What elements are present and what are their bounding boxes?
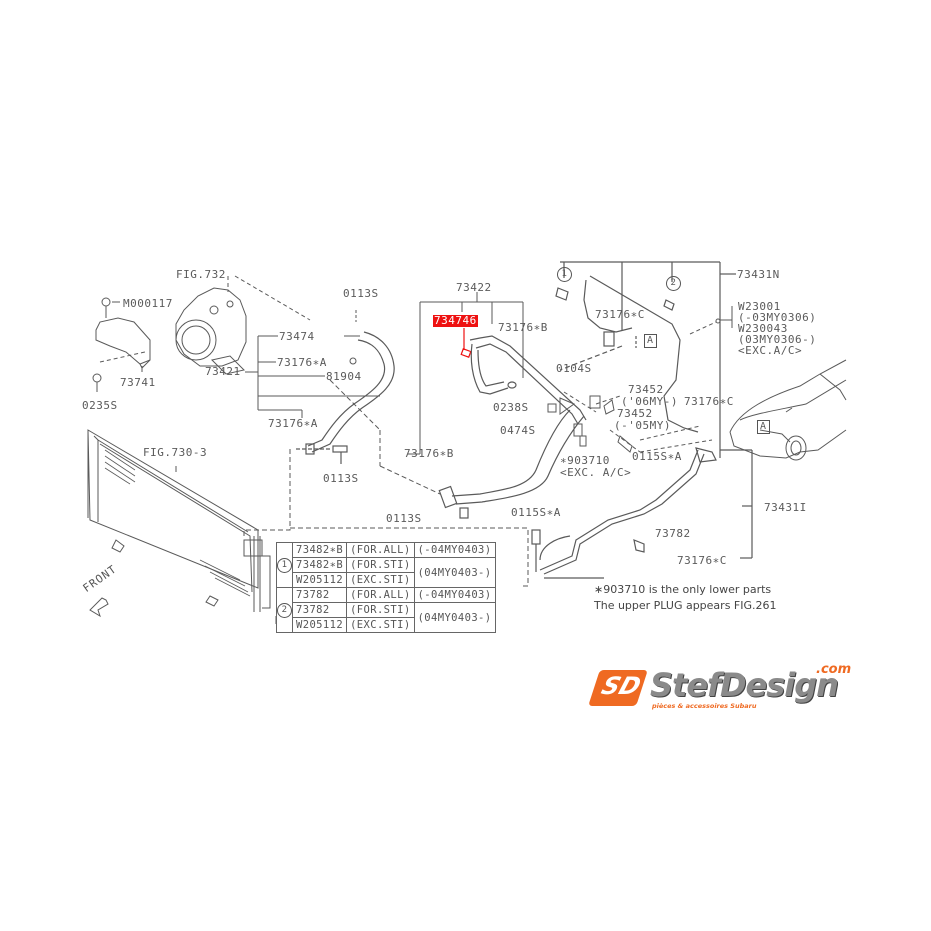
table-cell-app: (FOR.ALL): [346, 542, 415, 558]
table-row: 73482∗B (FOR.STI) (04MY0403-): [277, 557, 496, 588]
table-row: W205112 (EXC.STI): [277, 572, 496, 588]
hose-73422-drawing: [438, 335, 587, 519]
label-73452-2-note: (-'05MY): [614, 419, 671, 432]
logo-mark-text: SD: [598, 672, 645, 700]
label-73422[interactable]: 73422: [456, 281, 492, 294]
label-73176b-1[interactable]: 73176∗B: [498, 321, 548, 334]
label-73176a-1[interactable]: 73176∗A: [277, 356, 327, 369]
label-73176c-2[interactable]: 73176∗C: [684, 395, 734, 408]
table-cell-period: (-04MY0403): [413, 587, 496, 603]
table-row: W205112 (EXC.STI): [277, 617, 496, 633]
label-w23001[interactable]: W23001: [738, 300, 781, 313]
front-arrow: [89, 597, 109, 618]
label-w230043-note2: <EXC.A/C>: [738, 344, 803, 357]
table-cell-app: (FOR.STI): [346, 557, 415, 573]
label-903710[interactable]: ∗903710: [560, 454, 610, 467]
sd-logo-mark-icon: SD: [588, 670, 648, 706]
label-73452-2[interactable]: 73452: [617, 407, 653, 420]
compressor-drawing: [175, 275, 311, 375]
ref-box-a-1: A: [644, 334, 657, 348]
ref-box-a-2: A: [757, 420, 770, 434]
table-cell-part[interactable]: 73782: [291, 602, 348, 618]
group-marker-2: 2: [276, 587, 293, 633]
label-73176c-3[interactable]: 73176∗C: [677, 554, 727, 567]
label-73474[interactable]: 73474: [279, 330, 315, 343]
label-0113s-low[interactable]: 0113S: [386, 512, 422, 525]
condenser-drawing: [87, 429, 271, 612]
note-line-1: ∗903710 is the only lower parts: [594, 583, 772, 596]
table-cell-part[interactable]: 73482∗B: [291, 542, 348, 558]
label-734746-highlighted[interactable]: 734746: [433, 314, 478, 327]
table-cell-period: (-04MY0403): [413, 542, 496, 558]
label-903710-note: <EXC. A/C>: [560, 466, 632, 479]
group-marker-1: 1: [276, 542, 293, 588]
label-0104s[interactable]: 0104S: [556, 362, 592, 375]
label-73452-1-note: ('06MY-): [621, 395, 678, 408]
group-1-circle: 1: [277, 557, 292, 573]
leader-734746: [460, 328, 472, 358]
leader-73421: [245, 310, 380, 418]
table-cell-part[interactable]: W205112: [291, 617, 348, 633]
label-73176a-2[interactable]: 73176∗A: [268, 417, 318, 430]
label-73176b-2[interactable]: 73176∗B: [404, 447, 454, 460]
label-73176c-1[interactable]: 73176∗C: [595, 308, 645, 321]
label-0115sa-1[interactable]: 0115S∗A: [632, 450, 682, 463]
label-73431i[interactable]: 73431I: [764, 501, 807, 514]
table-cell-period: (04MY0403-): [413, 557, 496, 588]
logo-tagline: pièces & accessoires Subaru: [652, 702, 757, 710]
table-cell-app: (FOR.STI): [346, 602, 415, 618]
circle-marker-2: 2: [666, 276, 681, 291]
logo-brand-text: StefDesign: [650, 666, 839, 704]
label-0113s-top[interactable]: 0113S: [343, 287, 379, 300]
label-0235s[interactable]: 0235S: [82, 399, 118, 412]
label-0115sa-2[interactable]: 0115S∗A: [511, 506, 561, 519]
leader-73422: [408, 292, 524, 455]
stefdesign-logo[interactable]: SD StefDesign .com pièces & accessoires …: [588, 662, 864, 714]
group-2-circle: 2: [277, 602, 292, 618]
table-row: 2 73782 (FOR.ALL) (-04MY0403): [276, 587, 496, 633]
label-73431n[interactable]: 73431N: [737, 268, 780, 281]
logo-tld-text: .com: [816, 662, 852, 677]
circle-1-text: 1: [557, 267, 572, 282]
label-0113s-mid[interactable]: 0113S: [323, 472, 359, 485]
table-cell-part[interactable]: W205112: [291, 572, 348, 588]
table-row: 73782 (FOR.STI) (04MY0403-): [277, 602, 496, 633]
parts-applicability-table: 1 73482∗B (FOR.ALL) (-04MY0403) 73482∗B …: [276, 542, 496, 633]
table-row: 1 73482∗B (FOR.ALL) (-04MY0403): [276, 542, 496, 588]
label-w230043-note1: (03MY0306-): [738, 333, 817, 346]
ref-a-text-2: A: [757, 420, 770, 434]
label-w230043[interactable]: W230043: [738, 322, 788, 335]
label-w23001-note: (-03MY0306): [738, 311, 817, 324]
ref-a-text-1: A: [644, 334, 657, 348]
label-0238s[interactable]: 0238S: [493, 401, 529, 414]
fittings-drawing: [547, 391, 713, 453]
label-73421[interactable]: 73421: [205, 365, 241, 378]
label-73782[interactable]: 73782: [655, 527, 691, 540]
label-m000117[interactable]: M000117: [123, 297, 173, 310]
label-81904[interactable]: 81904: [326, 370, 362, 383]
table-cell-part[interactable]: 73782: [291, 587, 348, 603]
note-line-2: The upper PLUG appears FIG.261: [594, 599, 777, 612]
circle-2-text: 2: [666, 276, 681, 291]
circle-marker-1: 1: [557, 267, 572, 282]
label-fig732[interactable]: FIG.732: [176, 268, 226, 281]
leader-w230: [689, 306, 733, 335]
table-cell-part[interactable]: 73482∗B: [291, 557, 348, 573]
hose-73421-drawing: [296, 331, 395, 464]
pipe-73431i-drawing: [531, 447, 753, 579]
table-cell-period: (04MY0403-): [413, 602, 496, 633]
label-73452-1[interactable]: 73452: [628, 383, 664, 396]
label-73741[interactable]: 73741: [120, 376, 156, 389]
vehicle-drawing: [729, 359, 847, 461]
label-0474s[interactable]: 0474S: [500, 424, 536, 437]
table-cell-app: (EXC.STI): [346, 617, 415, 633]
table-cell-app: (FOR.ALL): [346, 587, 415, 603]
label-fig730-3[interactable]: FIG.730-3: [143, 446, 208, 459]
table-cell-app: (EXC.STI): [346, 572, 415, 588]
bracket-73741-drawing: [92, 297, 151, 392]
